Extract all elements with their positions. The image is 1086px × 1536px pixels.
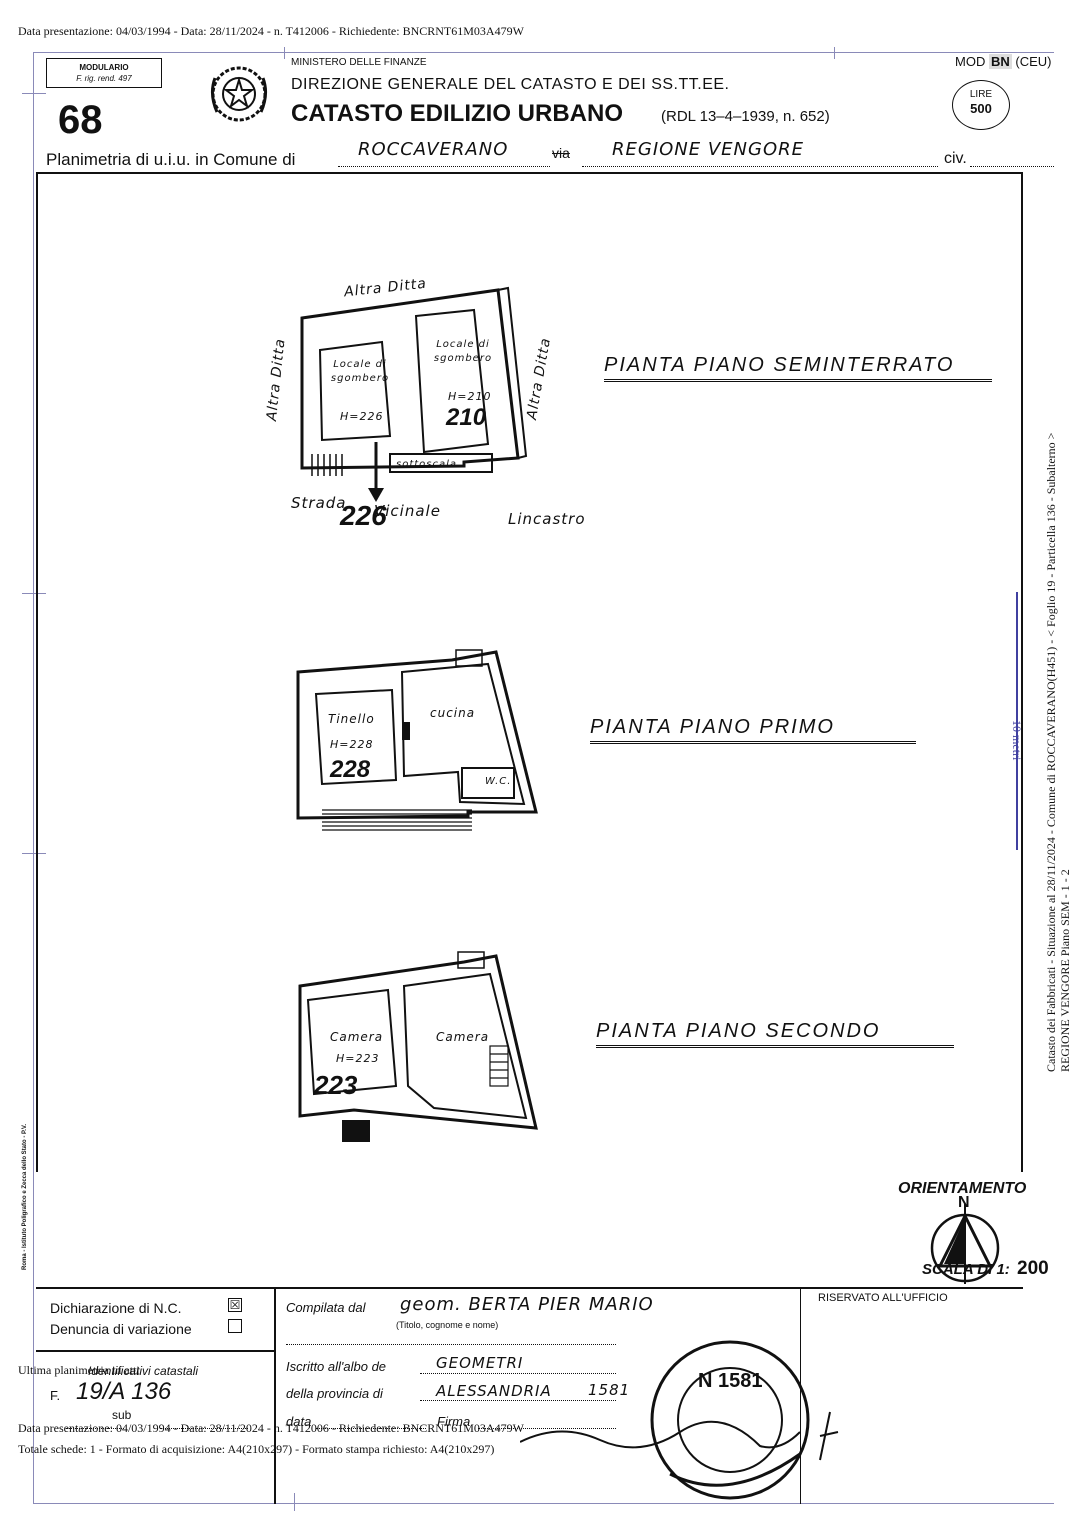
plan-seminterrato <box>300 286 528 502</box>
modulario-line2: F. rig. rend. 497 <box>76 74 132 83</box>
plan-secondo <box>298 951 538 1142</box>
ministry-label: MINISTERO DELLE FINANZE <box>291 57 427 68</box>
planimetria-label: Planimetria di u.i.u. in Comune di <box>46 150 296 169</box>
scale-bar-label: 10 metri <box>1010 720 1024 761</box>
room-cucina: cucina <box>430 706 476 720</box>
north-label: N <box>958 1194 970 1211</box>
scale-bar <box>1016 592 1018 850</box>
data-label: data <box>286 1414 312 1429</box>
provincia-value: ALESSANDRIA <box>436 1382 552 1400</box>
room-locale-2: Locale di sgombero <box>433 339 493 364</box>
comune-value: ROCCAVERANO <box>358 139 509 160</box>
room-locale-2-height: H=210 <box>448 390 492 403</box>
foglio-value: 19/A 136 <box>76 1378 172 1405</box>
iscritto-value: GEOMETRI <box>436 1354 524 1372</box>
room-tinello-height: H=228 <box>330 738 374 751</box>
bottom-divider-1 <box>274 1288 276 1504</box>
bottom-table <box>36 1287 1023 1504</box>
compilata-value: geom. BERTA PIER MARIO <box>400 1294 654 1315</box>
surveyor-stamp-icon <box>650 1340 810 1500</box>
room-camera-2: Camera <box>436 1030 490 1044</box>
republic-emblem-icon <box>210 66 268 122</box>
direzione-label: DIREZIONE GENERALE DEL CATASTO E DEI SS.… <box>291 76 730 93</box>
side-info-line1: Catasto dei Fabbricati - Situazione al 2… <box>1044 432 1058 1072</box>
room-camera-1-number: 223 <box>314 1070 358 1100</box>
scala-value: 200 <box>1017 1258 1049 1279</box>
room-tinello: Tinello <box>328 712 375 726</box>
titolo-note: (Titolo, cognome e nome) <box>396 1320 499 1330</box>
bottom-row-divider <box>36 1350 275 1352</box>
identificativi-label: Identificativi catastali <box>88 1364 199 1378</box>
overlay-data-line: Data presentazione: 04/03/1994 - Data: 2… <box>18 1421 524 1435</box>
rdl-label: (RDL 13–4–1939, n. 652) <box>661 108 830 125</box>
plan-primo <box>296 649 538 831</box>
room-tinello-number: 228 <box>330 756 371 783</box>
vicinale-label: Vicinale <box>374 502 441 520</box>
firma-label: Firma <box>437 1414 471 1429</box>
riservato-label: RISERVATO ALL'UFFICIO <box>818 1292 948 1304</box>
scala-label: SCALA DI 1: <box>922 1261 1010 1278</box>
room-locale-1: Locale di sgombero <box>330 359 390 384</box>
lire-value: 500 <box>970 101 992 116</box>
room-camera-1: Camera <box>330 1030 384 1044</box>
civ-label: civ. <box>944 150 967 167</box>
denuncia-checkbox <box>228 1319 242 1333</box>
iscritto-label: Iscritto all'albo de <box>286 1359 387 1374</box>
denuncia-label: Denuncia di variazione <box>50 1321 192 1337</box>
lincastro-label: Lincastro <box>508 510 586 528</box>
plan-title-primo: PIANTA PIANO PRIMO <box>590 716 916 744</box>
strada-label: Strada <box>291 494 347 512</box>
mod-suffix: (CEU) <box>1015 54 1052 69</box>
plan-title-secondo: PIANTA PIANO SECONDO <box>596 1020 954 1048</box>
header-line: Data presentazione: 04/03/1994 - Data: 2… <box>18 24 524 38</box>
modulario-box: MODULARIO F. rig. rend. 497 <box>46 58 162 88</box>
plan-title-seminterrato: PIANTA PIANO SEMINTERRATO <box>604 354 992 382</box>
overlay-totale: Totale schede: 1 - Formato di acquisizio… <box>18 1442 495 1456</box>
lire-stamp: LIRE 500 <box>952 80 1010 130</box>
mod-prefix: MOD <box>955 54 986 69</box>
room-wc: W.C. <box>485 776 512 787</box>
bottom-divider-2 <box>800 1288 801 1504</box>
foglio-prefix: F. <box>50 1388 61 1403</box>
stamp-number: N 1581 <box>698 1370 763 1392</box>
room-camera-1-height: H=223 <box>336 1052 380 1065</box>
mod-bn: BN <box>988 54 1012 69</box>
via-value: REGIONE VENGORE <box>612 139 805 160</box>
dichiarazione-label: Dichiarazione di N.C. <box>50 1300 182 1316</box>
side-info: Catasto dei Fabbricati - Situazione al 2… <box>1044 432 1072 1072</box>
form-title: CATASTO EDILIZIO URBANO <box>291 100 623 127</box>
lire-label: LIRE <box>969 89 993 100</box>
form-number: 68 <box>58 98 103 142</box>
seminterrato-number: 226 <box>340 500 387 531</box>
mod-label: MOD BN (CEU) <box>955 54 1051 69</box>
provincia-number: 1581 <box>588 1381 631 1399</box>
orientamento-label: ORIENTAMENTO <box>898 1180 1027 1197</box>
north-arrow-icon <box>930 1204 1000 1284</box>
modulario-line1: MODULARIO <box>79 63 129 72</box>
provincia-label: della provincia di <box>286 1386 383 1401</box>
room-locale-2-number: 210 <box>446 404 487 431</box>
compilata-label: Compilata dal <box>286 1300 366 1315</box>
via-label: via <box>552 145 570 161</box>
drawing-frame <box>36 172 1023 1172</box>
sottoscala-label: sottoscala <box>396 459 458 470</box>
form-frame <box>22 47 1054 1511</box>
dichiarazione-checkbox: ☒ <box>228 1298 242 1312</box>
side-info-line2: REGIONE VENGORE Piano SEM - 1 - 2 <box>1058 869 1072 1072</box>
sub-label: sub <box>112 1408 132 1422</box>
signature-icon <box>520 1411 839 1461</box>
printer-credit: Roma - Istituto Poligrafico e Zecca dell… <box>22 1123 28 1270</box>
ultima-planimetria: Ultima planimetria in atti <box>18 1363 140 1377</box>
room-locale-1-height: H=226 <box>340 410 384 423</box>
